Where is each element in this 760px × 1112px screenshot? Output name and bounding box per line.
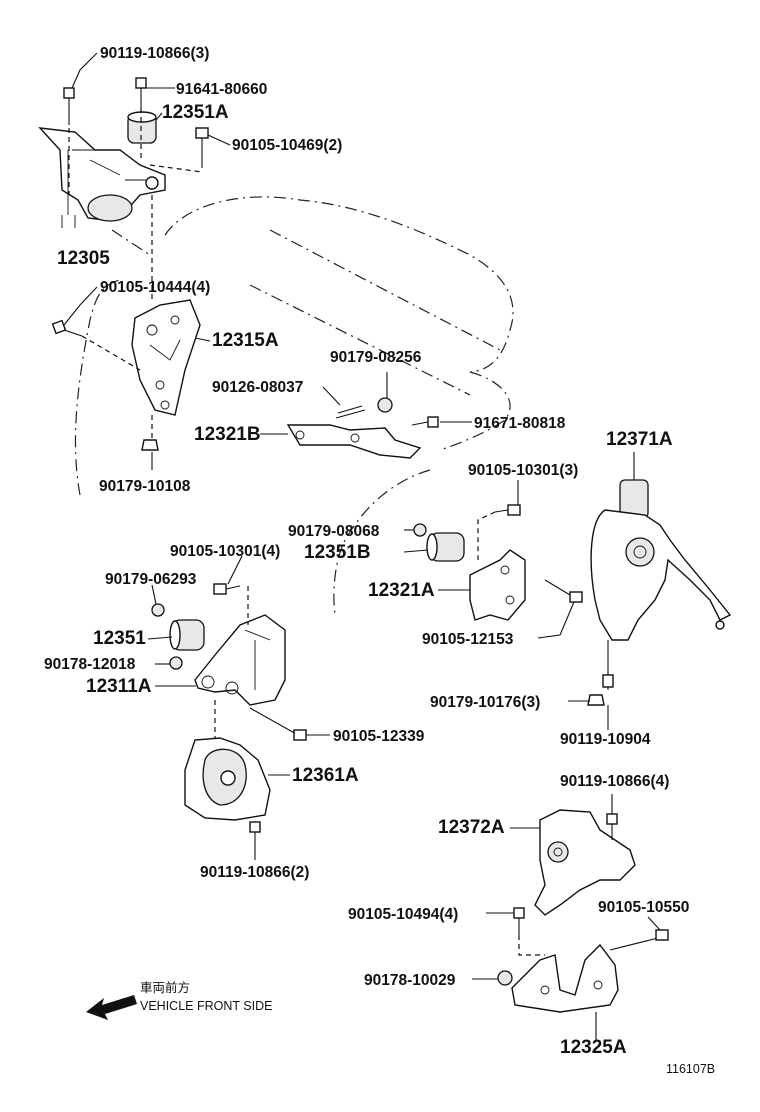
vehicle-front-legend: 車両前方 VEHICLE FRONT SIDE <box>86 980 272 1020</box>
label-90105-10550: 90105-10550 <box>598 899 689 916</box>
label-12372A: 12372A <box>438 817 505 838</box>
bracket-12321B <box>286 424 422 459</box>
label-90119-10866-2: 90119-10866(2) <box>200 864 309 881</box>
label-90105-12339: 90105-12339 <box>333 728 425 745</box>
label-91671-80818: 91671-80818 <box>474 415 566 432</box>
legend-en: VEHICLE FRONT SIDE <box>140 999 272 1013</box>
bolt-90105-10469 <box>195 127 209 168</box>
label-90178-10029: 90178-10029 <box>364 972 456 989</box>
label-12351B: 12351B <box>304 542 371 563</box>
bolt-91671-80818 <box>411 416 439 428</box>
nut-90179-06293 <box>151 603 165 617</box>
bolt-90105-10301-right <box>494 504 521 516</box>
label-90105-10469-2: 90105-10469(2) <box>232 137 342 154</box>
bracket-12372A <box>534 809 636 916</box>
label-90119-10904: 90119-10904 <box>560 731 651 748</box>
nut-90179-08068 <box>413 523 427 537</box>
figure-number: 116107B <box>666 1062 715 1076</box>
leader-lines <box>63 52 661 1040</box>
label-90126-08037: 90126-08037 <box>212 379 303 396</box>
label-90179-10176-3: 90179-10176(3) <box>430 694 540 711</box>
nut-90179-10108 <box>141 439 159 451</box>
engine-mount-12305 <box>38 127 166 228</box>
label-90179-06293: 90179-06293 <box>105 571 197 588</box>
mount-12361A <box>184 737 271 821</box>
label-12351A: 12351A <box>162 102 229 123</box>
label-90105-10301-4: 90105-10301(4) <box>170 543 280 560</box>
bracket-12321A <box>469 549 526 621</box>
label-12325A: 12325A <box>560 1037 627 1058</box>
stopper-12351A <box>127 111 157 144</box>
label-90179-08256: 90179-08256 <box>330 349 422 366</box>
label-12315A: 12315A <box>212 330 279 351</box>
bracket-12325A <box>511 943 619 1013</box>
label-90119-10866-4: 90119-10866(4) <box>560 773 669 790</box>
nut-90178-10029 <box>497 970 513 986</box>
bolt-90119-10904 <box>602 640 614 690</box>
label-90179-10108: 90179-10108 <box>99 478 191 495</box>
nut-90178-12018 <box>169 656 183 670</box>
bolt-90105-10301-left <box>213 583 241 595</box>
mount-12371A <box>590 479 732 641</box>
stopper-12351 <box>169 619 205 651</box>
label-90105-10301-3: 90105-10301(3) <box>468 462 578 479</box>
bracket-12315A <box>131 299 201 416</box>
label-12321B: 12321B <box>194 424 261 445</box>
front-arrow-icon <box>86 995 137 1020</box>
label-90105-10494-4: 90105-10494(4) <box>348 906 458 923</box>
bolt-90105-12339 <box>249 707 307 741</box>
bolt-90105-10444 <box>51 319 83 337</box>
bracket-12311A <box>194 614 286 706</box>
bolt-90105-10550 <box>609 929 669 951</box>
label-90105-10444-4: 90105-10444(4) <box>100 279 210 296</box>
bolt-90119-10866-2 <box>249 821 261 848</box>
bolt-91641-80660 <box>135 77 147 108</box>
label-91641-80660: 91641-80660 <box>176 81 267 98</box>
bolt-90105-10494 <box>513 907 525 935</box>
nut-90179-08256 <box>377 397 393 413</box>
engine-outline <box>74 196 514 616</box>
bolt-90105-12153 <box>544 579 583 603</box>
legend-jp: 車両前方 <box>140 980 190 995</box>
label-12305: 12305 <box>57 248 110 269</box>
label-90105-12153: 90105-12153 <box>422 631 514 648</box>
label-12371A: 12371A <box>606 429 673 450</box>
part-labels: 90119-10866(3) 91641-80660 12351A 90105-… <box>44 45 689 1058</box>
label-12311A: 12311A <box>86 676 152 697</box>
label-12321A: 12321A <box>368 580 435 601</box>
stopper-12351B <box>426 532 465 562</box>
stud-90126-08037 <box>335 405 366 419</box>
label-12351: 12351 <box>93 628 146 649</box>
label-90119-10866-3: 90119-10866(3) <box>100 45 209 62</box>
label-90179-08068: 90179-08068 <box>288 523 380 540</box>
nut-90179-10176 <box>587 694 605 706</box>
label-12361A: 12361A <box>292 765 359 786</box>
bolt-90119-10866-top <box>63 87 75 125</box>
label-90178-12018: 90178-12018 <box>44 656 136 673</box>
